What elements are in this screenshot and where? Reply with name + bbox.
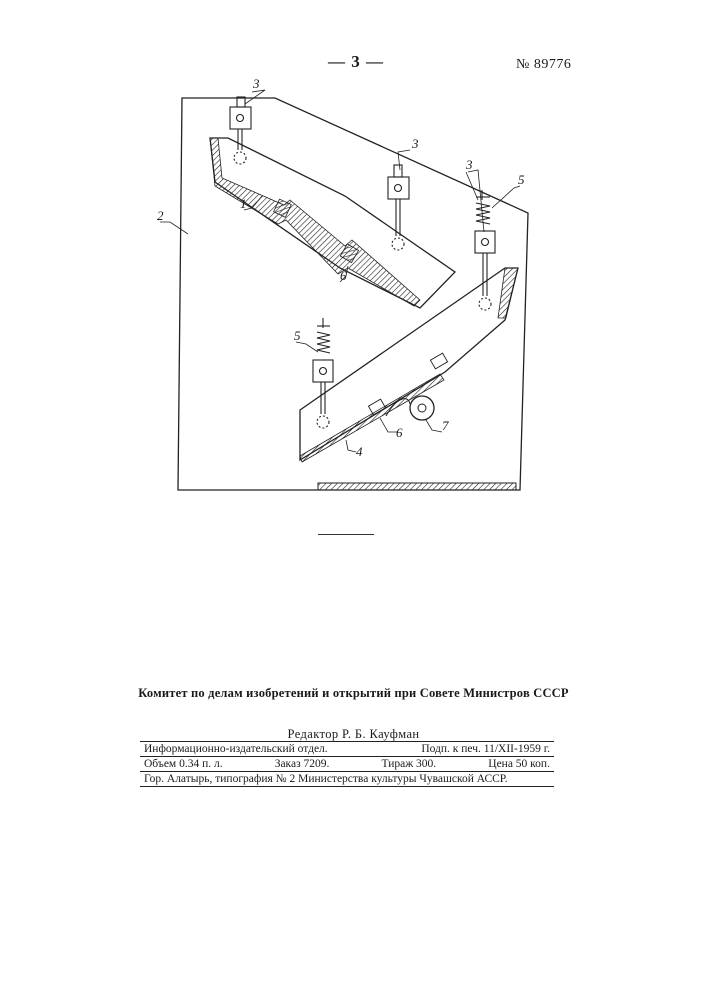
imprint-signed: Подп. к печ. 11/XII-1959 г. — [421, 743, 550, 755]
label-part-3-top-left: 3 — [252, 76, 260, 91]
label-part-5-left: 5 — [294, 328, 301, 343]
label-part-1: 1 — [240, 196, 247, 211]
imprint-price: Цена 50 коп. — [488, 758, 550, 770]
imprint-row-1: Информационно-издательский отдел. Подп. … — [140, 741, 554, 756]
label-part-4: 4 — [356, 444, 363, 459]
label-part-5-right: 5 — [518, 172, 525, 187]
label-part-2: 2 — [157, 208, 164, 223]
imprint-row-3: Гор. Алатырь, типография № 2 Министерств… — [140, 771, 554, 787]
label-part-6-lower: 6 — [396, 425, 403, 440]
label-part-7: 7 — [442, 418, 449, 433]
suspension-top-left — [230, 97, 251, 164]
imprint-printer: Гор. Алатырь, типография № 2 Министерств… — [144, 773, 508, 785]
imprint-row-2: Объем 0.34 п. л. Заказ 7209. Тираж 300. … — [140, 756, 554, 771]
lower-tray-bottom-hatch — [300, 374, 444, 462]
eccentric-outer — [410, 396, 434, 420]
end-rule — [318, 534, 374, 535]
imprint-volume: Объем 0.34 п. л. — [144, 758, 223, 770]
base-plate — [318, 483, 516, 490]
imprint-print-run: Тираж 300. — [381, 758, 436, 770]
label-part-3-right: 3 — [465, 157, 473, 172]
editor-line: Редактор Р. Б. Кауфман — [0, 727, 707, 742]
committee-line: Комитет по делам изобретений и открытий … — [0, 686, 707, 701]
label-part-6-upper: 6 — [340, 268, 347, 283]
upper-tray-bottom-hatch — [210, 138, 420, 306]
eccentric-inner — [418, 404, 426, 412]
imprint-order: Заказ 7209. — [275, 758, 330, 770]
lower-tray-wall-hatch — [498, 268, 518, 318]
label-part-3-middle: 3 — [411, 136, 419, 151]
lower-tray-block-right — [430, 353, 447, 369]
suspension-lower-left — [313, 318, 333, 428]
suspension-middle — [388, 165, 409, 250]
imprint-table: Информационно-издательский отдел. Подп. … — [140, 741, 554, 787]
imprint-department: Информационно-издательский отдел. — [144, 743, 328, 755]
